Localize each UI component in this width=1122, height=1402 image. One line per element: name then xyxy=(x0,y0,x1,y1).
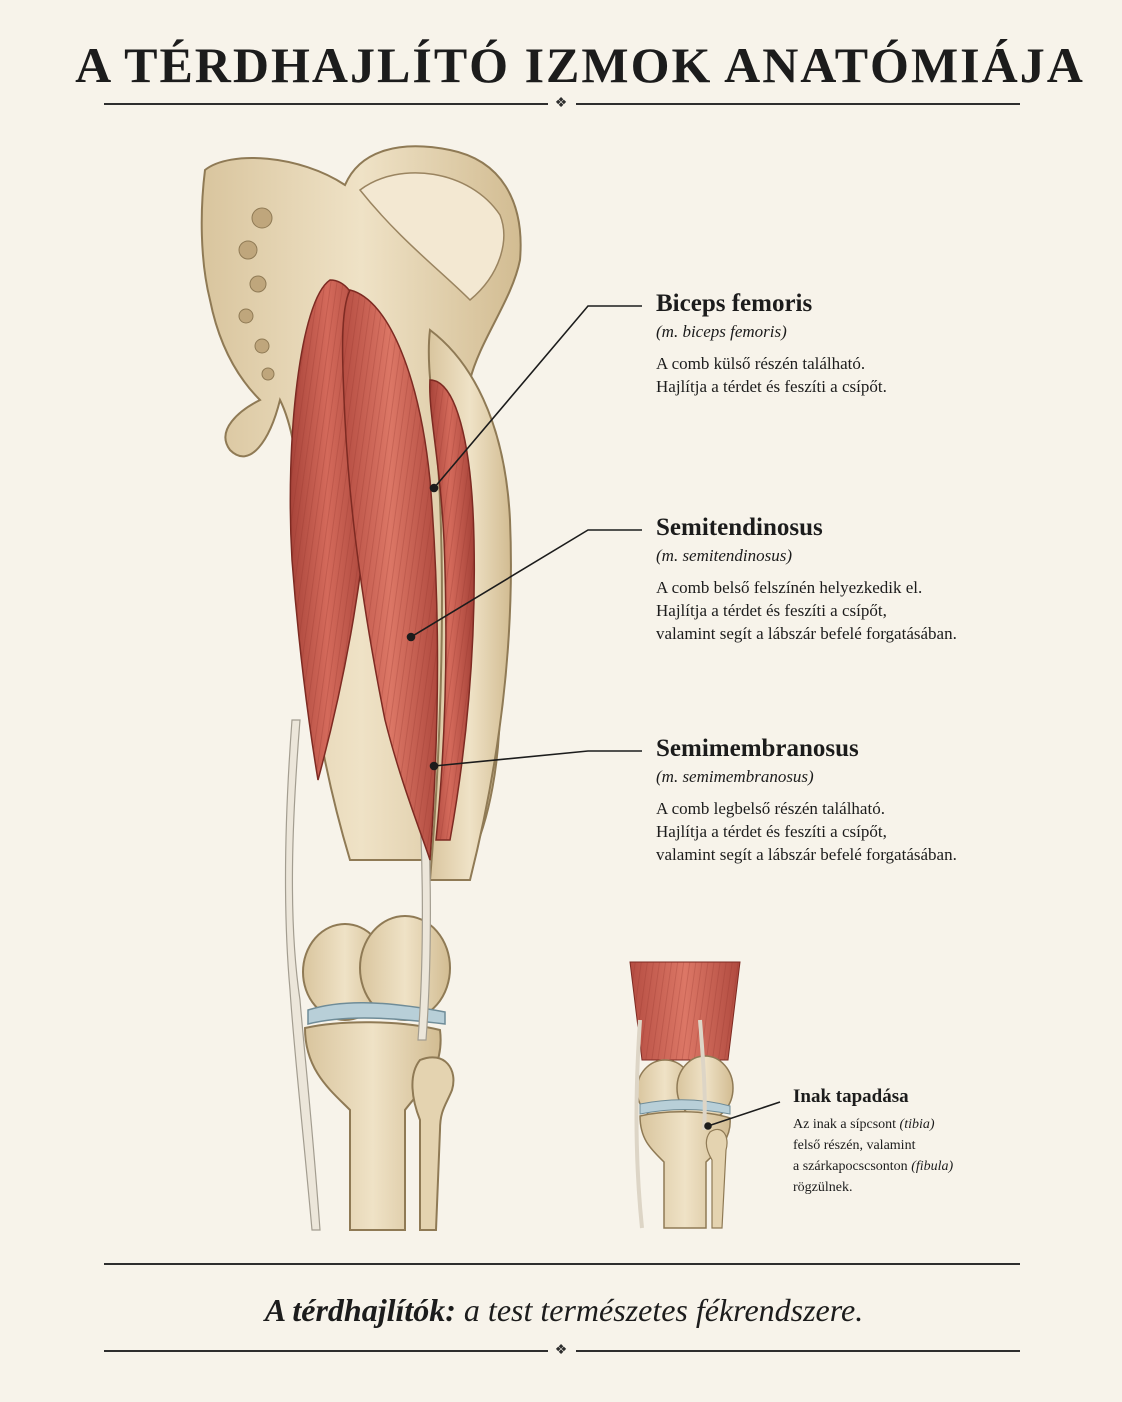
label-semimembranosus-latin: (m. semimembranosus) xyxy=(656,767,814,786)
fibula-bone xyxy=(411,1056,455,1231)
label-semimembranosus-title: Semimembranosus xyxy=(656,735,859,762)
label-tendon-insertion-title: Inak tapadása xyxy=(793,1086,909,1107)
leader-inset xyxy=(707,1101,781,1127)
label-biceps-femoris: Biceps femoris (m. biceps femoris) A com… xyxy=(656,290,887,398)
label-biceps-femoris-latin: (m. biceps femoris) xyxy=(656,322,787,341)
label-tendon-insertion: Inak tapadása Az inak a sípcsont (tibia)… xyxy=(793,1086,953,1198)
leader-lines xyxy=(406,305,781,1130)
poster-title: A TÉRDHAJLÍTÓ IZMOK ANATÓMIÁJA xyxy=(75,37,1085,93)
label-biceps-femoris-desc: A comb külső részén található. Hajlítja … xyxy=(656,354,887,396)
label-tendon-insertion-desc: Az inak a sípcsont (tibia) felső részén,… xyxy=(793,1117,954,1195)
title-divider-right xyxy=(576,103,1020,105)
footer-divider-top xyxy=(104,1263,1020,1265)
lateral-tendon xyxy=(284,719,321,1231)
footer-ornament: ❖ xyxy=(554,1343,568,1358)
label-semitendinosus-desc: A comb belső felszínén helyezkedik el. H… xyxy=(656,578,957,643)
label-semitendinosus-latin: (m. semitendinosus) xyxy=(656,546,792,565)
footer-tagline-rest: a test természetes fékrendszere. xyxy=(455,1292,864,1328)
leader-biceps xyxy=(433,305,642,489)
footer-tagline-bold: A térdhajlítók: xyxy=(264,1292,456,1328)
inset-knee-illustration xyxy=(629,961,741,1229)
leader-semimembranosus xyxy=(433,750,642,767)
label-semitendinosus-title: Semitendinosus xyxy=(656,514,823,541)
label-biceps-femoris-title: Biceps femoris xyxy=(656,290,813,317)
knee-joint xyxy=(302,915,455,1231)
footer-divider-right xyxy=(576,1350,1020,1352)
footer-tagline: A térdhajlítók: a test természetes fékre… xyxy=(0,1292,1122,1329)
footer-divider-left xyxy=(104,1350,548,1352)
title-ornament: ❖ xyxy=(554,96,568,111)
label-semimembranosus-desc: A comb legbelső részén található. Hajlít… xyxy=(656,799,957,864)
leader-semitendinosus xyxy=(410,529,642,638)
label-semitendinosus: Semitendinosus (m. semitendinosus) A com… xyxy=(656,514,957,645)
title-divider-left xyxy=(104,103,548,105)
label-semimembranosus: Semimembranosus (m. semimembranosus) A c… xyxy=(656,735,957,866)
